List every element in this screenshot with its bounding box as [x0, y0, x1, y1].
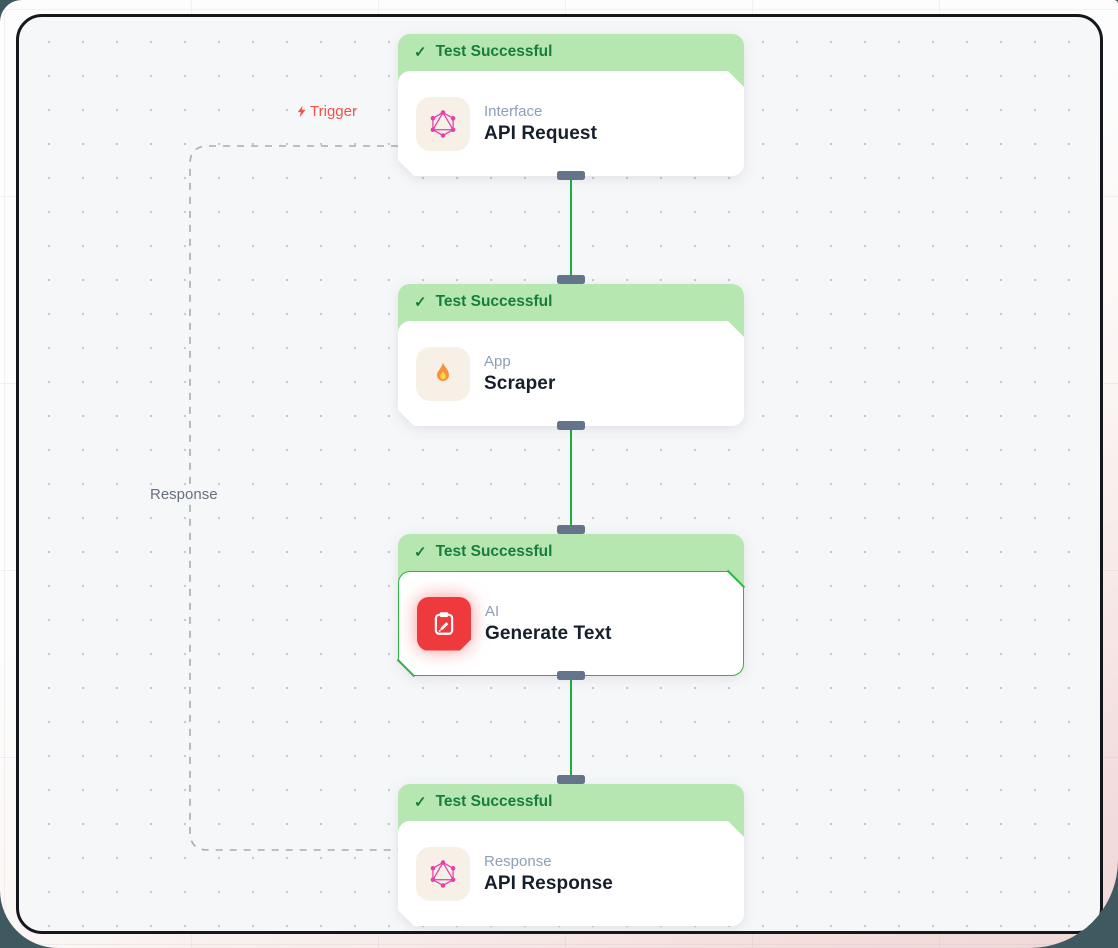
workflow-canvas[interactable]: Trigger Response ✓ Test Successful — [16, 14, 1103, 934]
response-label: Response — [146, 485, 222, 504]
connector-line — [569, 426, 573, 534]
connector-input-port[interactable] — [557, 275, 585, 284]
node-icon-box — [416, 847, 470, 901]
node-category: Response — [484, 852, 552, 870]
node-category: Interface — [484, 102, 543, 120]
node-generate-text[interactable]: ✓ Test Successful AI Ge — [396, 534, 746, 678]
node-title: Generate Text — [485, 622, 612, 644]
node-card[interactable]: Interface API Request — [398, 71, 744, 176]
node-scraper[interactable]: ✓ Test Successful App Scraper — [398, 284, 744, 426]
node-title: API Request — [484, 122, 598, 144]
flame-icon — [430, 361, 456, 387]
node-api-request[interactable]: ✓ Test Successful — [398, 34, 744, 176]
node-status-text: Test Successful — [435, 543, 553, 560]
graphql-icon — [429, 860, 457, 888]
node-category: AI — [485, 602, 500, 620]
node-category: App — [484, 352, 511, 370]
connector-line — [569, 676, 573, 784]
checkmark-icon: ✓ — [414, 794, 427, 811]
node-card[interactable]: Response API Response — [398, 821, 744, 926]
node-icon-box — [416, 97, 470, 151]
connector-input-port[interactable] — [557, 775, 585, 784]
node-title: Scraper — [484, 372, 556, 394]
connector-input-port[interactable] — [557, 525, 585, 534]
node-title: API Response — [484, 872, 613, 894]
checkmark-icon: ✓ — [414, 294, 427, 311]
checkmark-icon: ✓ — [414, 544, 427, 561]
node-card[interactable]: AI Generate Text — [398, 571, 744, 676]
clipboard-pencil-icon — [431, 611, 457, 637]
node-status-text: Test Successful — [435, 293, 553, 310]
graphql-icon — [429, 110, 457, 138]
node-status-text: Test Successful — [435, 43, 553, 60]
node-icon-box — [416, 347, 470, 401]
connector-output-port[interactable] — [557, 671, 585, 680]
node-icon-box — [417, 597, 471, 651]
checkmark-icon: ✓ — [414, 44, 427, 61]
lightning-bolt-icon — [297, 105, 306, 118]
trigger-label-text: Trigger — [310, 103, 357, 120]
node-card[interactable]: App Scraper — [398, 321, 744, 426]
connector-line — [569, 176, 573, 284]
trigger-label: Trigger — [271, 103, 357, 120]
node-status-text: Test Successful — [435, 793, 553, 810]
connector-output-port[interactable] — [557, 171, 585, 180]
node-api-response[interactable]: ✓ Test Successful — [398, 784, 744, 926]
connector-output-port[interactable] — [557, 421, 585, 430]
